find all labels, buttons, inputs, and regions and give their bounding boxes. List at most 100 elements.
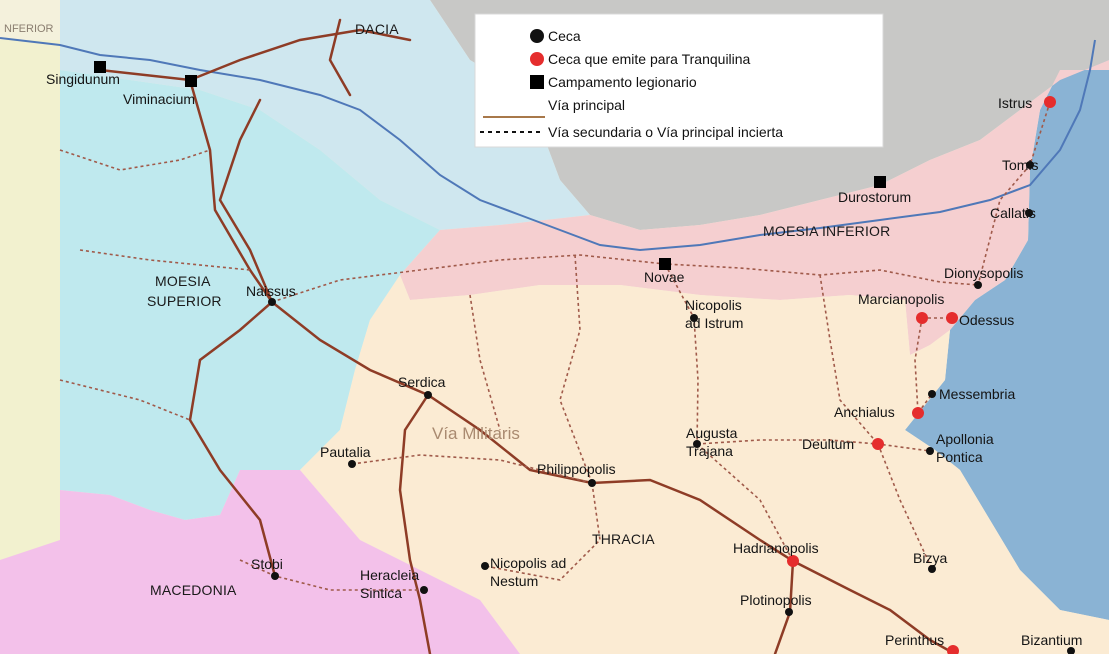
place-marker-heracleia-sintica: [420, 586, 428, 594]
place-marker-nicopolis-ad-istrum: [690, 314, 698, 322]
place-label-dionysopolis: Dionysopolis: [944, 265, 1023, 281]
place-marker-bizya: [928, 565, 936, 573]
place-marker-nicopolis-ad-nestum: [481, 562, 489, 570]
region-label-thracia: THRACIA: [592, 531, 655, 547]
place-label-viminacium: Viminacium: [123, 91, 195, 107]
place-marker-naissus: [268, 298, 276, 306]
place-label-philippopolis: Philippopolis: [537, 461, 616, 477]
main-road-danube: [98, 28, 412, 82]
main-road-viminacium-naissus: [188, 78, 274, 304]
place-marker-dionysopolis: [974, 281, 982, 289]
secondary-road-west: [59, 149, 211, 171]
place-label-perinthus: Perinthus: [885, 632, 944, 648]
place-label-tomis: Tomis: [1002, 157, 1039, 173]
place-label-novae: Novae: [644, 269, 685, 285]
place-label-istrus: Istrus: [998, 95, 1032, 111]
region-label-dacia: DACIA: [355, 21, 399, 37]
secondary-road-trajana-hadrianopolis: [696, 443, 794, 562]
place-marker-callatis: [1025, 209, 1033, 217]
main-road-dacia: [328, 18, 352, 97]
place-label-bizantium: Bizantium: [1021, 632, 1082, 648]
edge-fragment-label: NFERIOR: [4, 23, 54, 35]
main-road-naissus-stobi: [188, 300, 277, 578]
thracia-area: [300, 275, 1109, 654]
place-marker-novae: [659, 258, 671, 270]
place-marker-durostorum: [874, 176, 886, 188]
road-label-via-militaris: Vía Militaris: [432, 424, 520, 443]
place-marker-viminacium: [185, 75, 197, 87]
legend: Ceca Ceca que emite para Tranquilina Cam…: [474, 13, 884, 148]
secondary-road-novae-south: [664, 263, 699, 445]
place-marker-anchialus: [912, 407, 924, 419]
region-label-moesia-superior-2: SUPERIOR: [147, 293, 222, 309]
secondary-road-central: [469, 294, 501, 431]
region-label-macedonia: MACEDONIA: [150, 582, 237, 598]
moesia-superior-area: [60, 70, 440, 520]
legend-camp-icon: [530, 75, 544, 89]
legend-main-road-label: Vía principal: [548, 97, 625, 113]
place-label-bizya: Bizya: [913, 550, 947, 566]
main-roads: [98, 18, 957, 654]
place-marker-perinthus: [947, 645, 959, 654]
main-road-north: [218, 98, 274, 304]
legend-camp-label: Campamento legionario: [548, 74, 697, 90]
place-label-messembria: Messembria: [939, 386, 1015, 402]
dacia-area: [60, 0, 590, 230]
legend-mint-label: Ceca: [548, 28, 581, 44]
secondary-road-pautalia: [351, 454, 593, 484]
place-marker-odessus: [946, 312, 958, 324]
place-label-pautalia: Pautalia: [320, 444, 371, 460]
secondary-road-bizya: [877, 443, 933, 570]
place-marker-istrus: [1044, 96, 1056, 108]
place-label-hadrianopolis: Hadrianopolis: [733, 540, 819, 556]
place-marker-stobi: [271, 572, 279, 580]
place-label-serdica: Serdica: [398, 374, 446, 390]
black-sea: [905, 60, 1109, 620]
place-marker-philippopolis: [588, 479, 596, 487]
secondary-road-coast-north: [977, 164, 1031, 286]
place-marker-pautalia: [348, 460, 356, 468]
place-label-naissus: Naissus: [246, 283, 296, 299]
secondary-road-trajana-deultum: [696, 439, 931, 452]
secondary-road-east: [819, 274, 879, 445]
place-marker-tomis: [1026, 161, 1034, 169]
place-marker-messembria: [928, 390, 936, 398]
legend-mint-tranquilina-icon: [530, 52, 544, 66]
place-label-singidunum: Singidunum: [46, 71, 120, 87]
west-province-area: [0, 40, 60, 654]
place-label-deultum: Deultum: [802, 436, 854, 452]
place-marker-deultum: [872, 438, 884, 450]
legend-mint-icon: [530, 29, 544, 43]
main-road-via-militaris: [270, 300, 957, 654]
secondary-road-nestum: [484, 482, 601, 581]
place-label-marcianopolis: Marcianopolis: [858, 291, 944, 307]
place-marker-serdica: [424, 391, 432, 399]
legend-secondary-road-label: Vía secundaria o Vía principal incierta: [548, 124, 783, 140]
macedonia-area: [0, 470, 520, 654]
legend-mint-tranquilina-label: Ceca que emite para Tranquilina: [548, 51, 751, 67]
secondary-road-central-2: [559, 254, 593, 484]
place-label-callatis: Callatis: [990, 205, 1036, 221]
region-label-moesia-superior-1: MOESIA: [155, 273, 211, 289]
secondary-road-istrus-tomis: [1029, 101, 1051, 166]
region-label-moesia-inferior: MOESIA INFERIOR: [763, 223, 890, 239]
place-label-durostorum: Durostorum: [838, 189, 911, 205]
place-marker-hadrianopolis: [787, 555, 799, 567]
place-marker-augusta-trajana: [693, 440, 701, 448]
place-marker-apollonia-pontica: [926, 447, 934, 455]
place-label-plotinopolis: Plotinopolis: [740, 592, 812, 608]
place-marker-plotinopolis: [785, 608, 793, 616]
place-label-odessus: Odessus: [959, 312, 1014, 328]
place-marker-bizantium: [1067, 647, 1075, 654]
secondary-road-macedonia: [239, 559, 424, 591]
place-label-stobi: Stobi: [251, 556, 283, 572]
place-marker-singidunum: [94, 61, 106, 73]
